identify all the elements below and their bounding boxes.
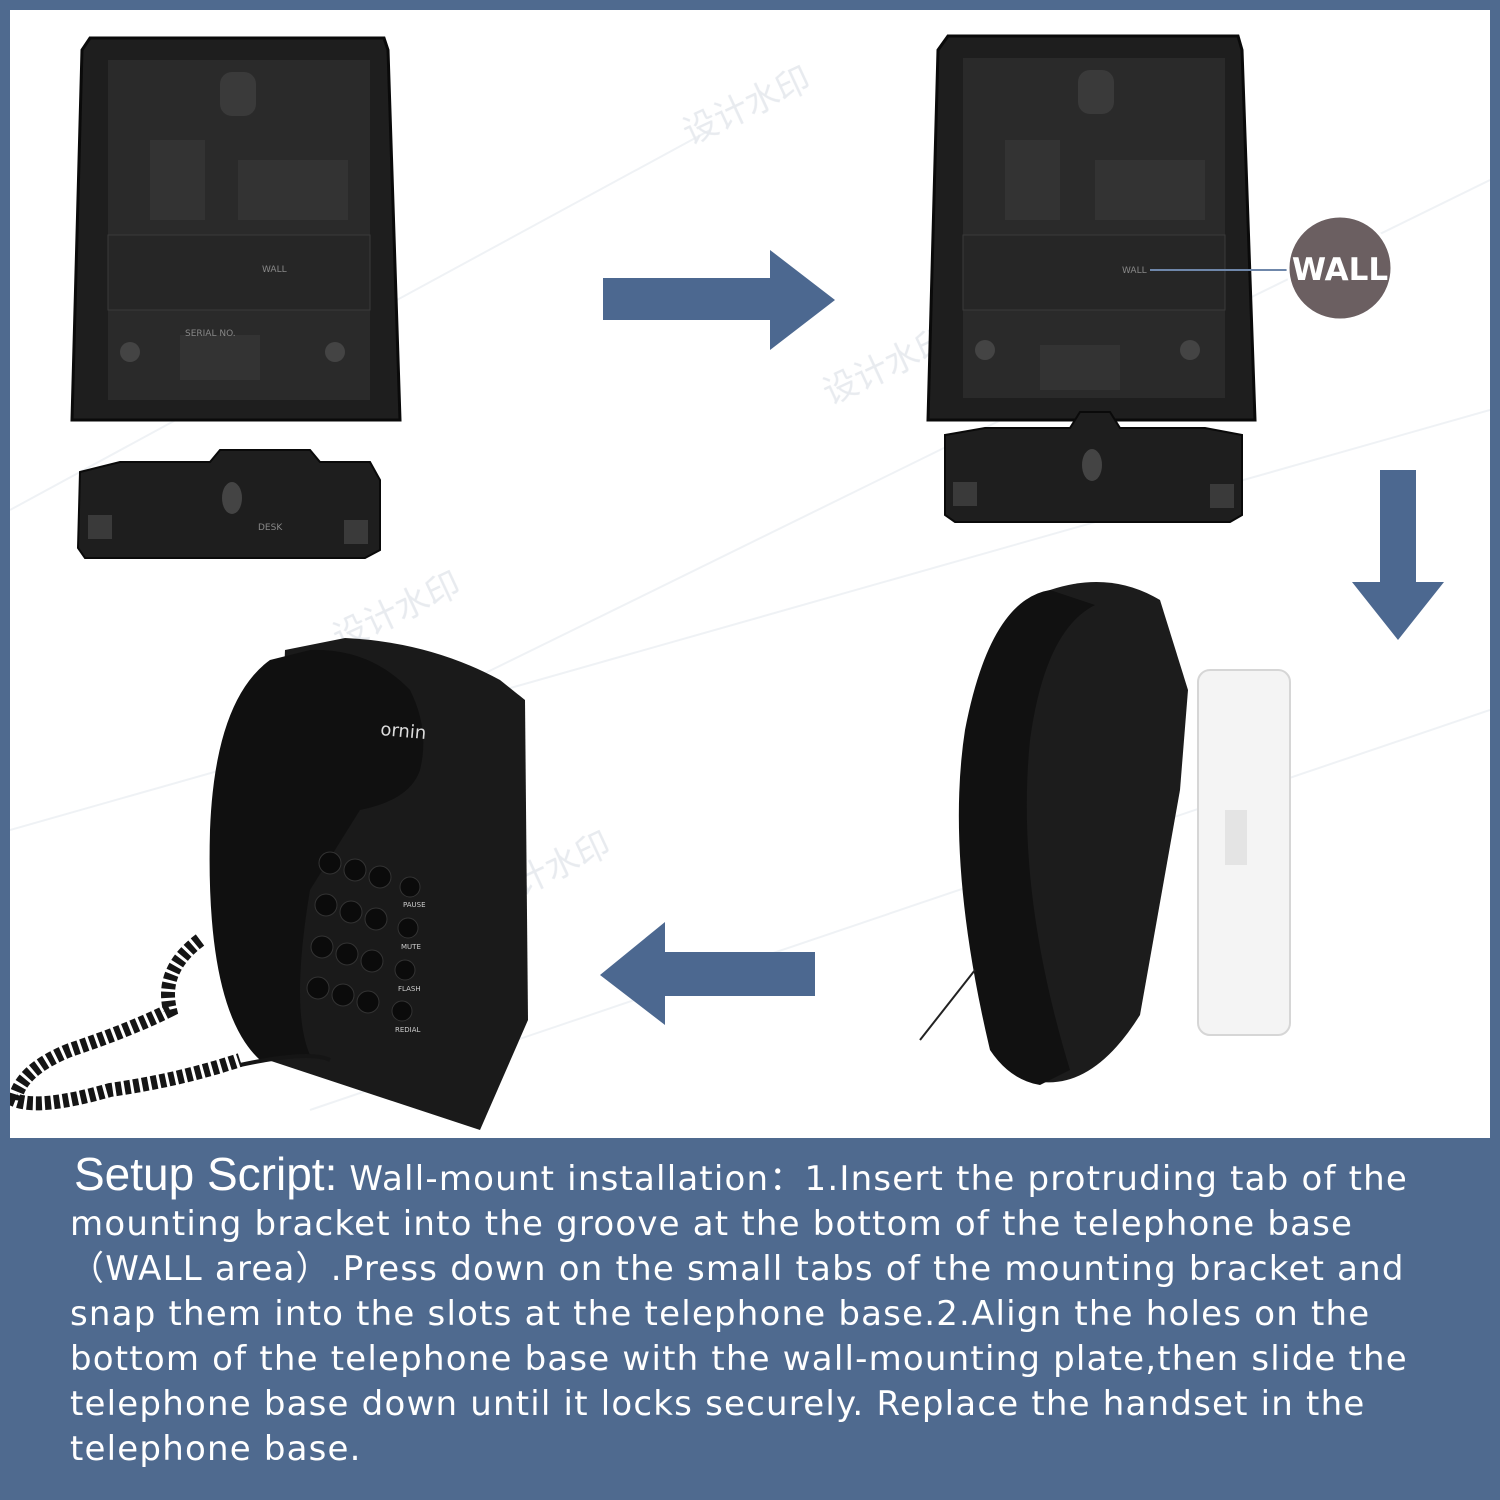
phone-base-bottom-step1: WALL SERIAL NO. bbox=[70, 36, 402, 422]
watermark-text-1: 设计水印 bbox=[677, 59, 817, 153]
pause-key-label: PAUSE bbox=[403, 901, 426, 909]
arrow-right-icon bbox=[603, 250, 835, 350]
caption-body: Wall-mount installation：1.Insert the pro… bbox=[70, 1159, 1409, 1469]
phone-wall-mounted-side bbox=[919, 582, 1291, 1085]
wall-callout-label: WALL bbox=[1292, 252, 1388, 288]
caption-heading: Setup Script: bbox=[74, 1148, 338, 1200]
bracket-desk-marking: DESK bbox=[258, 523, 283, 533]
phone-base-bottom-step2: WALL bbox=[926, 34, 1257, 523]
flash-key-label: FLASH bbox=[398, 985, 421, 993]
mounting-bracket-step1: DESK bbox=[76, 449, 381, 559]
desk-phone-final: ornin PAUSE MUTE FLASH REDIAL bbox=[10, 638, 528, 1130]
mute-key-label: MUTE bbox=[401, 943, 421, 951]
redial-key-label: REDIAL bbox=[395, 1026, 421, 1034]
arrow-left-icon bbox=[600, 922, 815, 1025]
base-serial-marking: SERIAL NO. bbox=[185, 329, 236, 339]
brand-logo: ornin bbox=[380, 719, 428, 744]
base-wall-marking: WALL bbox=[262, 265, 287, 275]
photo-panel: 设计水印 设计水印 设计水印 设计水印 WALL SERIAL NO. bbox=[10, 10, 1490, 1138]
setup-instructions: Setup Script: Wall-mount installation：1.… bbox=[70, 1151, 1450, 1472]
installation-illustration: 设计水印 设计水印 设计水印 设计水印 WALL SERIAL NO. bbox=[10, 34, 1490, 1130]
base-wall-marking-2: WALL bbox=[1122, 266, 1147, 276]
wall-callout: WALL bbox=[1150, 214, 1394, 322]
arrow-down-icon bbox=[1352, 470, 1444, 640]
